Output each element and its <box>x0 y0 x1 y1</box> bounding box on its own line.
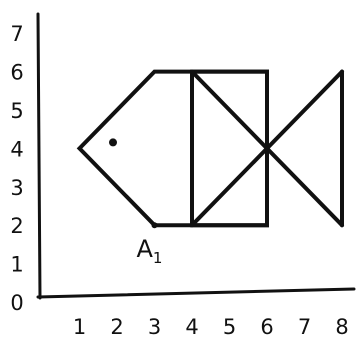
fish-tail-lines <box>190 69 344 228</box>
x-tick-label: 2 <box>110 315 123 339</box>
y-tick-label: 5 <box>10 99 23 123</box>
y-tick-label: 7 <box>10 22 23 46</box>
y-tick-labels: 0 1 2 3 4 5 6 7 <box>10 22 23 315</box>
x-tick-label: 3 <box>148 315 161 339</box>
y-axis <box>36 12 42 300</box>
y-tick-label: 2 <box>10 214 23 238</box>
x-tick-label: 1 <box>73 315 86 339</box>
x-tick-label: 5 <box>223 315 236 339</box>
x-tick-label: 6 <box>260 315 273 339</box>
x-tick-label: 7 <box>298 315 311 339</box>
x-tick-label: 8 <box>335 315 348 339</box>
point-a1-dot <box>151 222 158 229</box>
fish-figure <box>76 69 344 228</box>
y-tick-label: 0 <box>10 291 23 315</box>
y-tick-label: 6 <box>10 61 23 85</box>
fish-square <box>190 69 269 228</box>
x-tick-label: 4 <box>185 315 198 339</box>
point-a1-letter: A <box>137 235 154 263</box>
y-tick-label: 3 <box>10 176 23 200</box>
point-a1-label: A1 <box>137 235 163 267</box>
fish-body-outline <box>76 69 269 228</box>
y-tick-label: 1 <box>10 253 23 277</box>
fish-eye <box>109 138 117 147</box>
point-a1-subscript: 1 <box>153 249 163 267</box>
x-axis <box>36 287 356 299</box>
y-tick-label: 4 <box>10 137 23 161</box>
tail-line-2 <box>190 69 344 228</box>
